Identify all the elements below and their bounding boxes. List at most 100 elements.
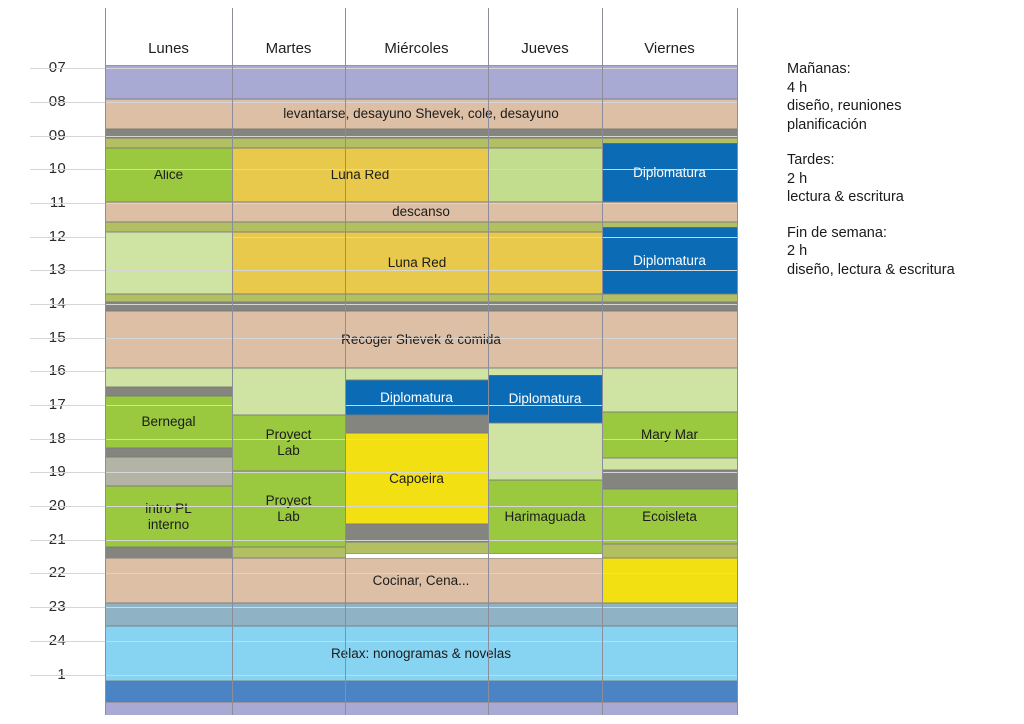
note-mananas-line-1: 4 h xyxy=(787,79,808,96)
harimaguada-block[interactable]: Harimaguada xyxy=(488,480,602,554)
proyect-lab-2[interactable]: Proyect Lab xyxy=(232,471,345,547)
hour-label-13: 13 xyxy=(48,261,66,278)
proyect-lab-1[interactable]: Proyect Lab xyxy=(232,415,345,471)
hour-rule-11 xyxy=(30,203,737,204)
hour-label-1: 1 xyxy=(57,666,66,683)
hour-rule-09 xyxy=(30,136,737,137)
viernes-olive-2110 xyxy=(602,544,737,558)
recoger-shevek-band[interactable]: Recoger Shevek & comida xyxy=(105,311,737,368)
weekly-schedule-calendar: levantarse, desayuno Shevek, cole, desay… xyxy=(30,8,738,715)
note-tardes-line-2: lectura & escritura xyxy=(787,189,904,206)
note-fin-de-semana-line-2: diseño, lectura & escritura xyxy=(787,261,955,278)
hour-rule-1 xyxy=(30,675,737,676)
diplomatura-midday[interactable]: Diplomatura xyxy=(602,227,737,294)
hour-rule-20 xyxy=(30,506,737,507)
hour-rule-24 xyxy=(30,641,737,642)
note-mananas-line-2: diseño, reuniones xyxy=(787,98,902,115)
hour-label-22: 22 xyxy=(48,564,66,581)
column-separator-0 xyxy=(105,8,106,715)
viernes-pale-1840 xyxy=(602,458,737,470)
hour-rule-10 xyxy=(30,169,737,170)
hour-rule-22 xyxy=(30,573,737,574)
day-header-lunes[interactable]: Lunes xyxy=(148,40,189,57)
olive-strip-1130 xyxy=(105,222,737,232)
hour-label-16: 16 xyxy=(48,362,66,379)
slate-band-2300 xyxy=(105,603,737,626)
hour-label-19: 19 xyxy=(48,463,66,480)
note-mananas-line-3: planificación xyxy=(787,116,867,133)
column-separator-3 xyxy=(488,8,489,715)
note-fin-de-semana-line-1: 2 h xyxy=(787,243,808,260)
hour-label-17: 17 xyxy=(48,396,66,413)
diplomatura-morning[interactable]: Diplomatura xyxy=(602,143,737,202)
hour-label-09: 09 xyxy=(48,127,66,144)
hour-rule-16 xyxy=(30,371,737,372)
hour-rule-07 xyxy=(30,68,737,69)
descanso-band[interactable]: descanso xyxy=(105,202,737,222)
diplomatura-miercoles[interactable]: Diplomatura xyxy=(345,380,488,415)
martes-afternoon-pale xyxy=(232,368,345,415)
hour-rule-17 xyxy=(30,405,737,406)
hour-label-10: 10 xyxy=(48,160,66,177)
hour-label-08: 08 xyxy=(48,93,66,110)
hour-rule-21 xyxy=(30,540,737,541)
note-mananas-line-0: Mañanas: xyxy=(787,61,851,77)
column-separator-1 xyxy=(232,8,233,715)
day-header-miércoles[interactable]: Miércoles xyxy=(384,40,449,57)
alice-block[interactable]: Alice xyxy=(105,148,232,202)
hour-rule-19 xyxy=(30,472,737,473)
hour-rule-18 xyxy=(30,439,737,440)
bernegal-block[interactable]: Bernegal xyxy=(105,396,232,448)
column-separator-end xyxy=(737,8,738,715)
day-header-viernes[interactable]: Viernes xyxy=(644,40,695,57)
hour-rule-13 xyxy=(30,270,737,271)
lunes-afternoon-pale xyxy=(105,368,232,387)
hour-label-14: 14 xyxy=(48,295,66,312)
day-header-martes[interactable]: Martes xyxy=(265,40,312,57)
lunes-grey-light-1830 xyxy=(105,457,232,486)
miercoles-grey-2050 xyxy=(345,524,488,542)
hour-rule-12 xyxy=(30,237,737,238)
hour-label-11: 11 xyxy=(49,194,66,211)
day-header-jueves[interactable]: Jueves xyxy=(521,40,569,57)
jueves-pale-mid xyxy=(488,423,602,480)
note-tardes-line-0: Tardes: xyxy=(787,152,835,169)
blue-evening-band xyxy=(105,681,737,702)
schedule-grid[interactable]: levantarse, desayuno Shevek, cole, desay… xyxy=(105,65,737,715)
relax-band[interactable]: Relax: nonogramas & novelas xyxy=(105,626,737,681)
viernes-afternoon-pale xyxy=(602,368,737,412)
olive-strip-0900 xyxy=(105,138,737,148)
lunes-grey-1815 xyxy=(105,448,232,457)
viernes-grey-1900 xyxy=(602,470,737,489)
morning-routine-band[interactable]: levantarse, desayuno Shevek, cole, desay… xyxy=(105,99,737,129)
note-fin-de-semana-line-0: Fin de semana: xyxy=(787,224,887,241)
hour-label-12: 12 xyxy=(48,228,66,245)
sleep-morning-all xyxy=(105,65,737,99)
lunes-grey-1555 xyxy=(105,387,232,396)
miercoles-olive-2110 xyxy=(345,542,488,554)
olive-strip-1345 xyxy=(105,294,737,302)
hour-label-23: 23 xyxy=(48,598,66,615)
hour-label-21: 21 xyxy=(48,531,66,548)
hour-label-18: 18 xyxy=(48,430,66,447)
hour-rule-08 xyxy=(30,102,737,103)
luna-red-morning[interactable]: Luna Red xyxy=(232,148,488,202)
hour-label-24: 24 xyxy=(48,632,66,649)
capoeira-block[interactable]: Capoeira xyxy=(345,433,488,524)
note-tardes: Tardes:2 h lectura & escritura xyxy=(787,151,1017,207)
hour-label-20: 20 xyxy=(48,497,66,514)
column-separator-4 xyxy=(602,8,603,715)
miercoles-grey-1700 xyxy=(345,415,488,433)
hour-label-15: 15 xyxy=(48,329,66,346)
martes-olive-2120 xyxy=(232,547,345,558)
intro-pl-interno-block[interactable]: intro PL interno xyxy=(105,486,232,547)
mary-mar-block[interactable]: Mary Mar xyxy=(602,412,737,458)
ecoisleta-block[interactable]: Ecoisleta xyxy=(602,489,737,544)
column-separator-2 xyxy=(345,8,346,715)
luna-red-midday[interactable]: Luna Red xyxy=(232,232,602,294)
diplomatura-jueves[interactable]: Diplomatura xyxy=(488,375,602,423)
note-tardes-line-1: 2 h xyxy=(787,170,808,187)
